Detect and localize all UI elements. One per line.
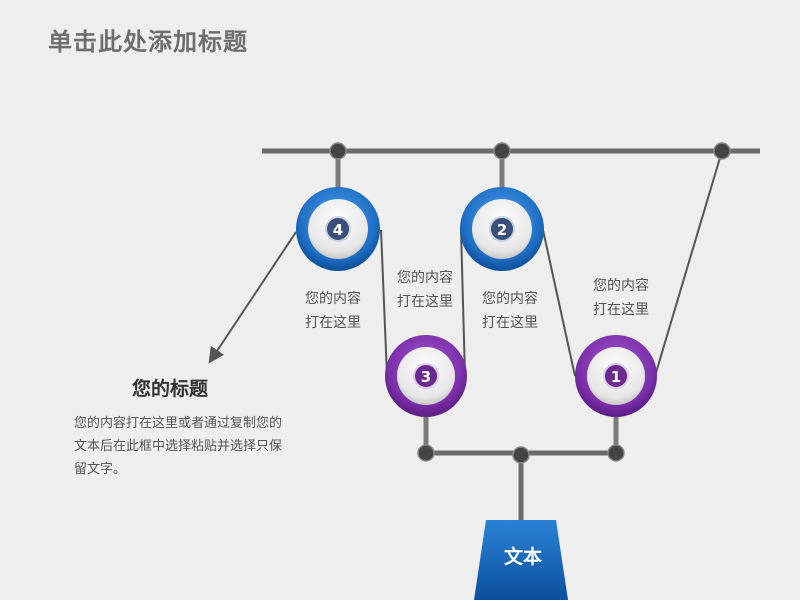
pulley-4-number: 4 [333, 221, 343, 239]
pulley-4: 4 [296, 187, 380, 271]
page-title: 单击此处添加标题 [48, 28, 248, 56]
side-body-text: 您的内容打在这里或者通过复制您的文本后在此框中选择粘贴并选择只保留文字。 [74, 416, 283, 477]
pulley-2-number: 2 [497, 221, 507, 239]
load-box [474, 520, 568, 600]
pulley-3: 3 [385, 335, 467, 417]
pulley-1: 1 [575, 335, 657, 417]
pulley-3-number: 3 [421, 368, 431, 386]
label-pulley-3: 您的内容 打在这里 [397, 270, 453, 310]
label-pulley-2: 您的内容 打在这里 [482, 291, 538, 331]
pulley-1-number: 1 [611, 368, 621, 386]
joints [329, 142, 731, 464]
pulley-2: 2 [460, 187, 544, 271]
ropes [380, 150, 723, 377]
load-box-label: 文本 [503, 546, 542, 568]
side-heading: 您的标题 [131, 378, 208, 400]
label-pulley-1: 您的内容 打在这里 [593, 278, 649, 318]
arrow [208, 231, 297, 364]
label-pulley-4: 您的内容 打在这里 [305, 291, 361, 331]
